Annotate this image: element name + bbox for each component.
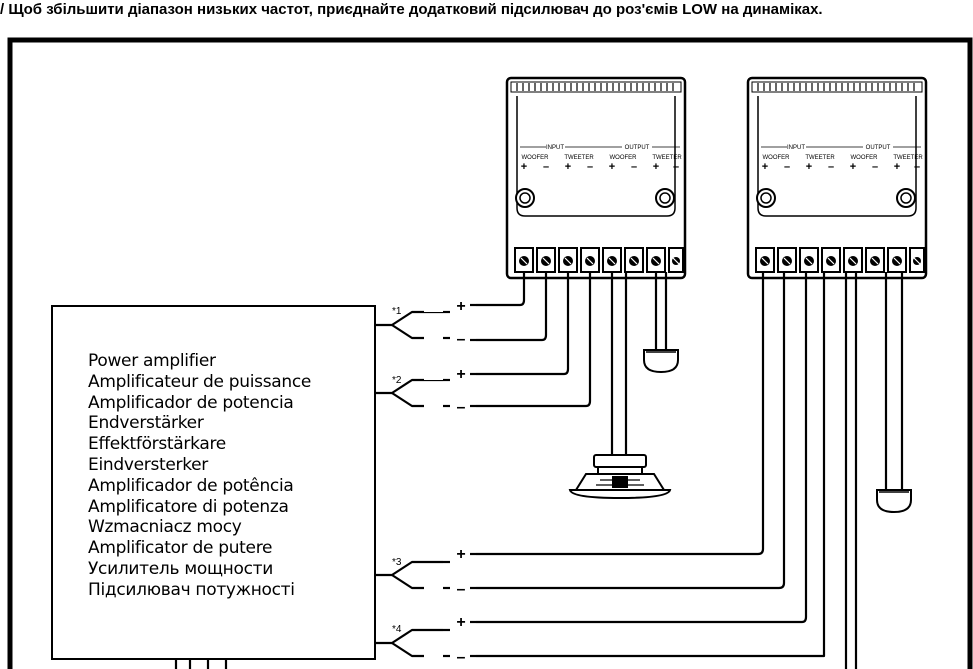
crossover2-pol-5: + bbox=[850, 161, 856, 173]
ch4-minus: – bbox=[457, 649, 466, 666]
amp-label-uk: Підсилювач потужності bbox=[88, 579, 295, 600]
crossover1-pol-8: – bbox=[673, 161, 679, 173]
crossover-unit-1 bbox=[505, 76, 687, 280]
crossover2-terminal-woofer-in: WOOFER bbox=[763, 155, 791, 161]
woofer-speaker bbox=[568, 454, 672, 500]
crossover2-pol-7: + bbox=[894, 161, 900, 173]
crossover1-pol-2: – bbox=[543, 161, 549, 173]
instruction-caption: / Щоб збільшити діапазон низьких частот,… bbox=[0, 1, 823, 18]
amp-label-nl: Eindversterker bbox=[88, 454, 208, 475]
amp-label-es: Amplificador de potencia bbox=[88, 392, 294, 413]
ch1-plus: + bbox=[456, 298, 465, 315]
crossover-unit-2 bbox=[746, 76, 928, 280]
outer-frame bbox=[7, 37, 973, 669]
ch3-minus: – bbox=[457, 581, 466, 598]
ch2-plus: + bbox=[456, 366, 465, 383]
amp-label-pt: Amplificador de potência bbox=[88, 475, 294, 496]
amp-label-fr: Amplificateur de puissance bbox=[88, 371, 312, 392]
crossover1-terminal-woofer-out: WOOFER bbox=[610, 155, 638, 161]
crossover1-pol-6: – bbox=[631, 161, 637, 173]
ch2-minus: – bbox=[457, 399, 466, 416]
tweeter-2 bbox=[876, 489, 912, 514]
crossover2-input-label: INPUT bbox=[787, 145, 805, 151]
amp-label-de: Endverstärker bbox=[88, 413, 204, 434]
crossover2-terminal-tweeter-out: TWEETER bbox=[893, 155, 923, 161]
ch3-plus: + bbox=[456, 546, 465, 563]
crossover1-pol-1: + bbox=[521, 161, 527, 173]
ch4-plus: + bbox=[456, 614, 465, 631]
channel-mark-4: *4 bbox=[392, 624, 402, 635]
crossover2-terminal-tweeter-in: TWEETER bbox=[805, 155, 835, 161]
crossover2-pol-2: – bbox=[784, 161, 790, 173]
crossover1-output-label: OUTPUT bbox=[625, 145, 650, 151]
amp-label-it: Amplificatore di potenza bbox=[88, 496, 289, 517]
crossover2-pol-4: – bbox=[828, 161, 834, 173]
crossover2-terminal-woofer-out: WOOFER bbox=[851, 155, 879, 161]
tweeter-1 bbox=[643, 349, 679, 374]
crossover2-pol-1: + bbox=[762, 161, 768, 173]
amp-label-en: Power amplifier bbox=[88, 351, 216, 371]
channel-mark-3: *3 bbox=[392, 557, 402, 568]
ch1-minus: – bbox=[457, 331, 466, 348]
power-amplifier-box bbox=[51, 305, 376, 660]
wires bbox=[174, 272, 904, 669]
power-amplifier-labels: Power amplifier Amplificateur de puissan… bbox=[88, 351, 311, 601]
crossover1-pol-7: + bbox=[653, 161, 659, 173]
crossover1-terminal-woofer-in: WOOFER bbox=[522, 155, 550, 161]
channel-mark-1: *1 bbox=[392, 306, 402, 317]
channel-mark-2: *2 bbox=[392, 375, 402, 386]
amp-label-ru: Усилитель мощности bbox=[88, 558, 273, 579]
amp-label-pl: Wzmacniacz mocy bbox=[88, 517, 242, 538]
amp-label-ro: Amplificator de putere bbox=[88, 538, 273, 559]
crossover2-pol-8: – bbox=[914, 161, 920, 173]
crossover2-output-label: OUTPUT bbox=[866, 145, 891, 151]
crossover2-pol-6: – bbox=[872, 161, 878, 173]
crossover2-pol-3: + bbox=[806, 161, 812, 173]
amp-label-sv: Effektförstärkare bbox=[88, 434, 226, 455]
crossover1-pol-3: + bbox=[565, 161, 571, 173]
crossover1-terminal-tweeter-out: TWEETER bbox=[652, 155, 682, 161]
crossover1-pol-5: + bbox=[609, 161, 615, 173]
crossover1-terminal-tweeter-in: TWEETER bbox=[564, 155, 594, 161]
crossover1-input-label: INPUT bbox=[546, 145, 564, 151]
crossover1-pol-4: – bbox=[587, 161, 593, 173]
